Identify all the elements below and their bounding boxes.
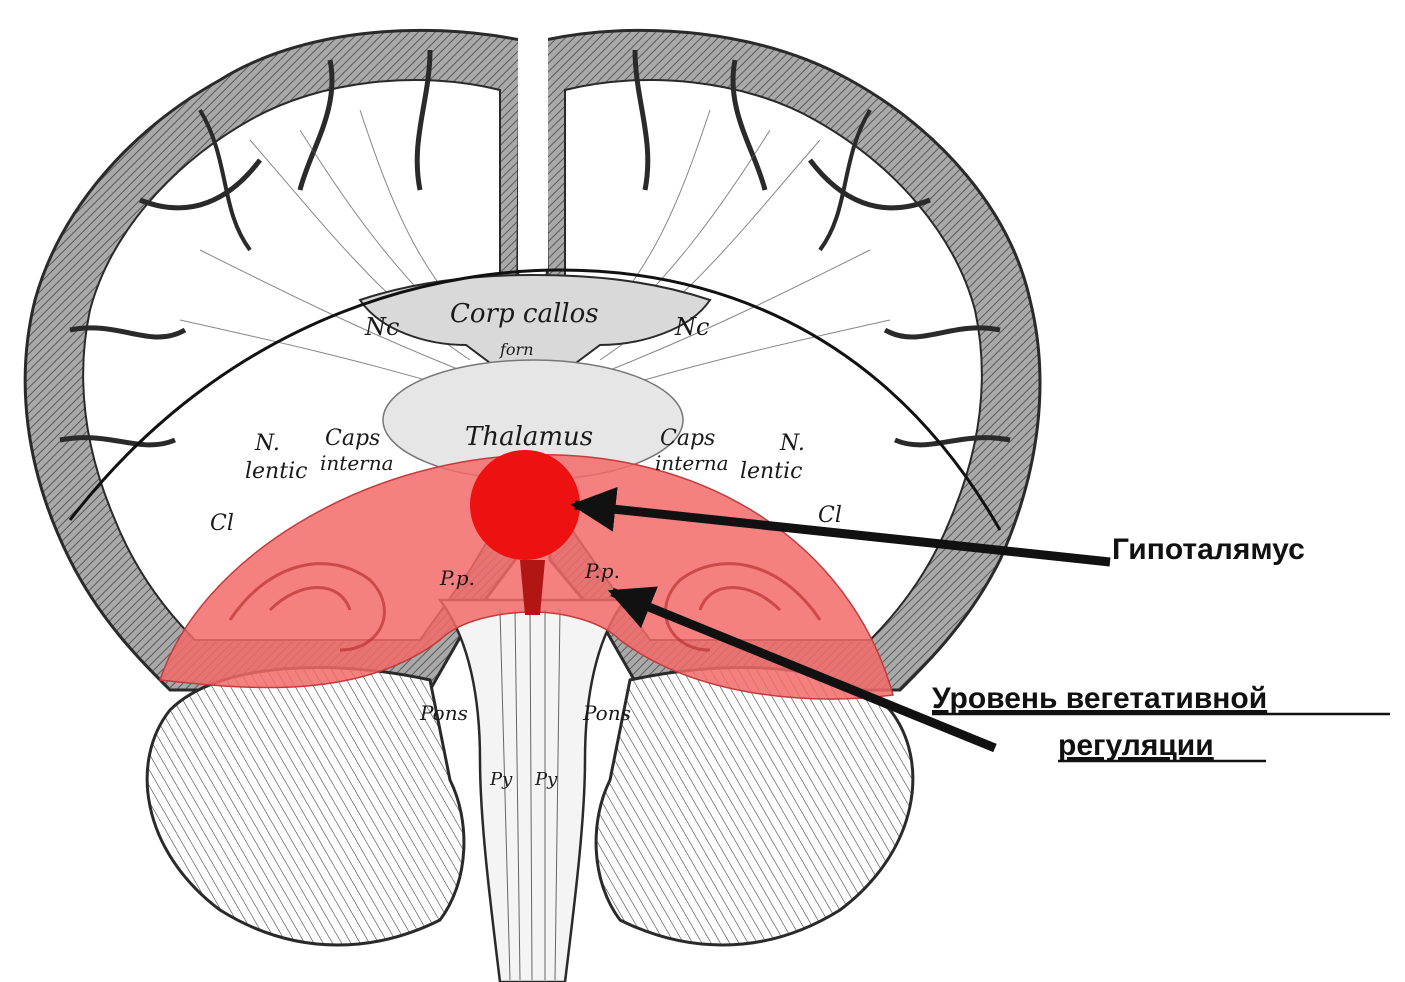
brainstem [440,600,625,982]
callout-hypothalamus: Гипоталямус [1112,533,1305,566]
left-cerebellum [147,668,464,945]
label-nc-left: Nc [364,313,399,341]
hypothalamus-marker [470,450,580,560]
callout-vegetative-line1: Уровень вегетативной [932,682,1267,715]
label-thalamus: Thalamus [465,422,593,452]
label-caps-right-1: Caps [660,426,715,451]
label-fornix: forn [499,340,534,359]
label-corpus-callosum: Corp callos [450,299,599,329]
label-py-right: Py [534,769,558,790]
label-nc-right: Nc [674,313,709,341]
longitudinal-fissure [518,20,548,270]
label-pons-left: Pons [419,701,468,725]
label-cl-right: Cl [818,503,842,528]
label-caps-left-2: interna [320,451,394,475]
label-n-right-2: lentic [740,459,802,484]
label-pp-right: P.p. [584,559,620,583]
label-cl-left: Cl [210,511,234,536]
label-caps-left-1: Caps [325,426,380,451]
label-pp-left: P.p. [439,566,475,590]
label-py-left: Py [489,769,513,790]
label-n-left-1: N. [254,431,280,456]
label-n-right-1: N. [779,431,805,456]
right-cerebellum [596,668,913,945]
label-caps-right-2: interna [655,451,729,475]
callout-vegetative-line2: регуляции [1058,729,1214,762]
label-n-left-2: lentic [245,459,307,484]
label-pons-right: Pons [582,701,631,725]
